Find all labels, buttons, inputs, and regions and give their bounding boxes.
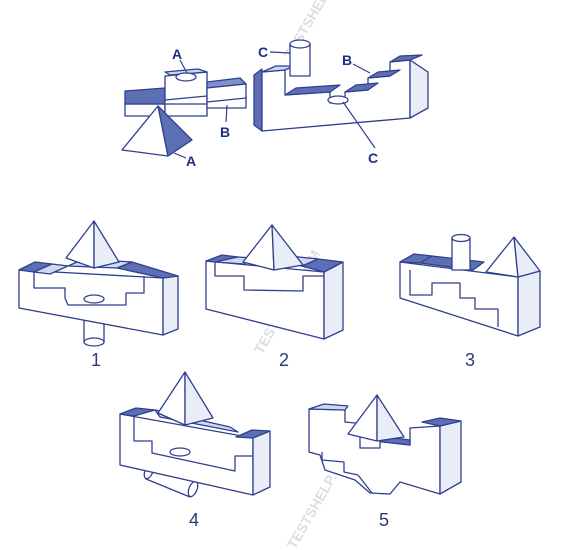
label-a-bottom: A [186, 153, 196, 169]
option-4-figure [119, 371, 271, 498]
option-5-label[interactable]: 5 [379, 510, 389, 530]
part-left-piece [121, 68, 247, 157]
option-2-label[interactable]: 2 [279, 350, 289, 370]
part-right-piece [253, 39, 429, 132]
option-3-figure [399, 233, 541, 337]
label-b-right: B [342, 52, 352, 68]
option-2-figure [205, 224, 344, 340]
option-4-label[interactable]: 4 [189, 510, 199, 530]
option-5-figure [308, 394, 462, 495]
label-c-bottom: C [368, 150, 378, 166]
label-a-top: A [172, 46, 182, 62]
option-1-label[interactable]: 1 [91, 350, 101, 370]
label-c-top: C [258, 44, 268, 60]
option-1-figure [18, 220, 179, 347]
label-b-left: B [220, 124, 230, 140]
option-3-label[interactable]: 3 [465, 350, 475, 370]
